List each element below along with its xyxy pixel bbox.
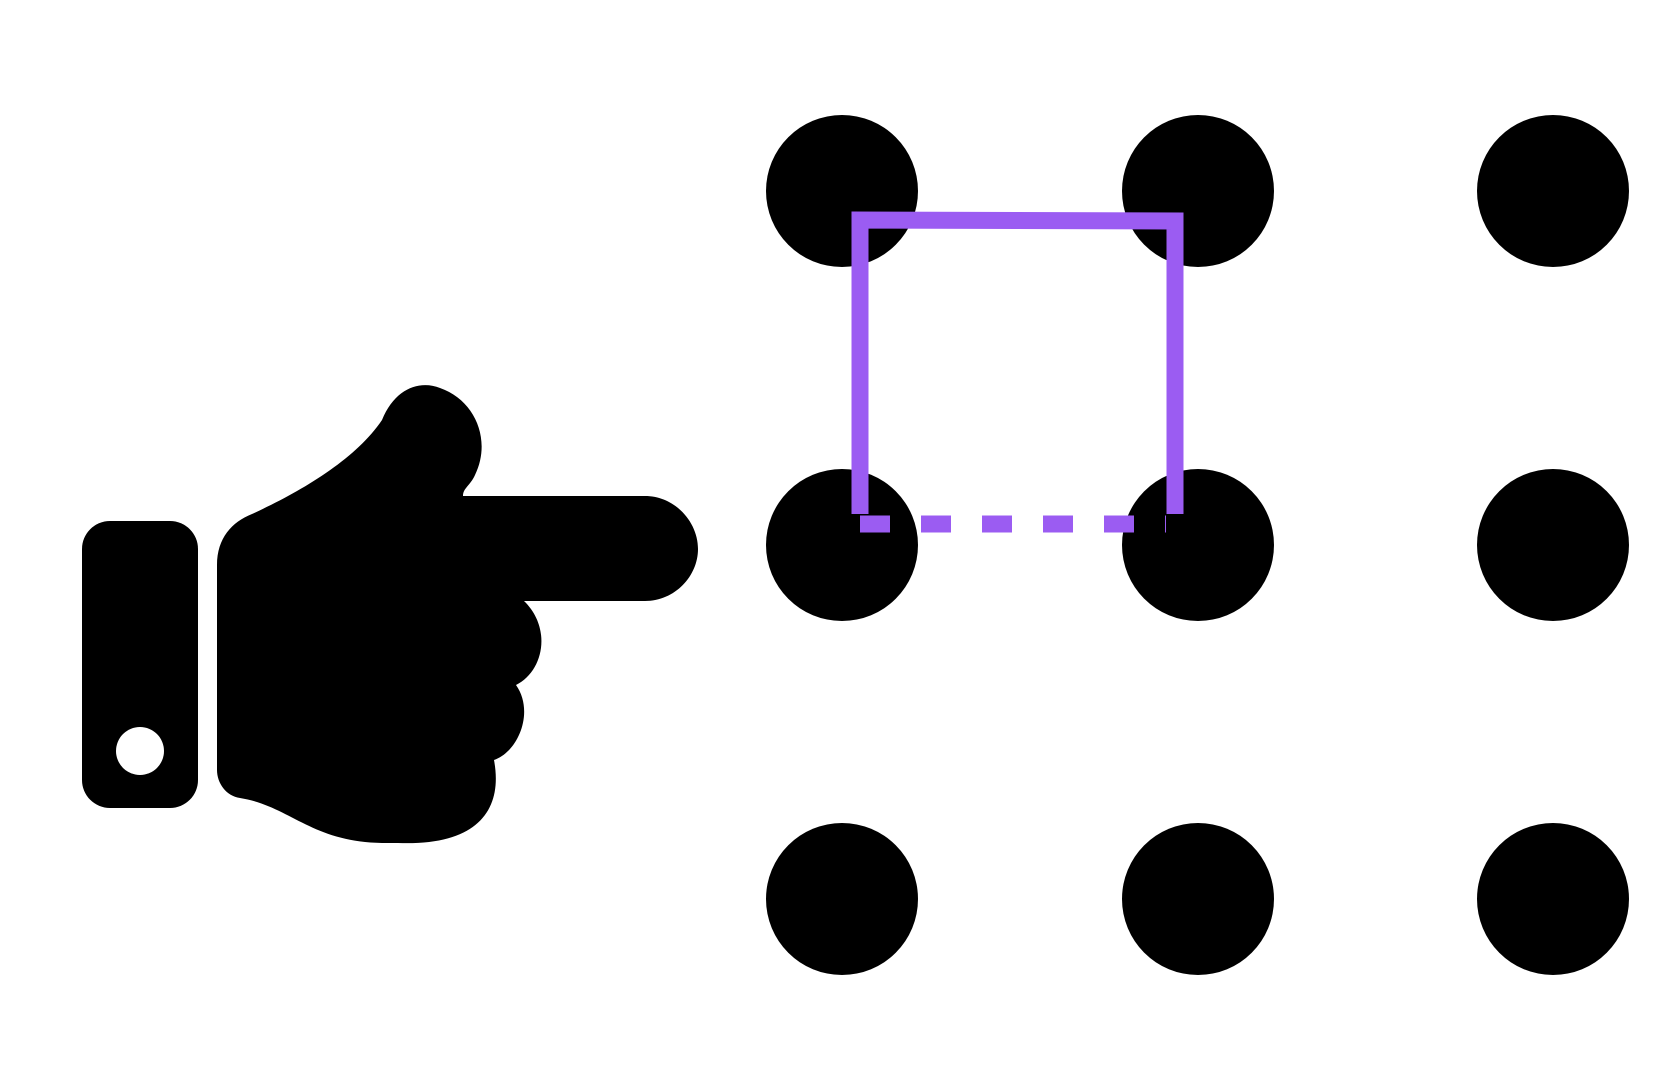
solid-path-line [851,211,1184,514]
dot-r2-c1[interactable] [766,469,918,621]
dot-r2-c2[interactable] [1122,469,1274,621]
sleeve-cuff [82,521,198,808]
dot-r3-c2[interactable] [1122,823,1274,975]
dot-r1-c2[interactable] [1122,115,1274,267]
cuff-button [116,727,164,775]
hand-palm [217,385,698,844]
pointing-hand-icon [82,385,698,844]
dot-r3-c3[interactable] [1477,823,1629,975]
drawn-lines [851,211,1184,533]
dot-r2-c3[interactable] [1477,469,1629,621]
dot-r1-c3[interactable] [1477,115,1629,267]
dot-grid [766,115,1629,975]
dot-r3-c1[interactable] [766,823,918,975]
dot-r1-c1[interactable] [766,115,918,267]
